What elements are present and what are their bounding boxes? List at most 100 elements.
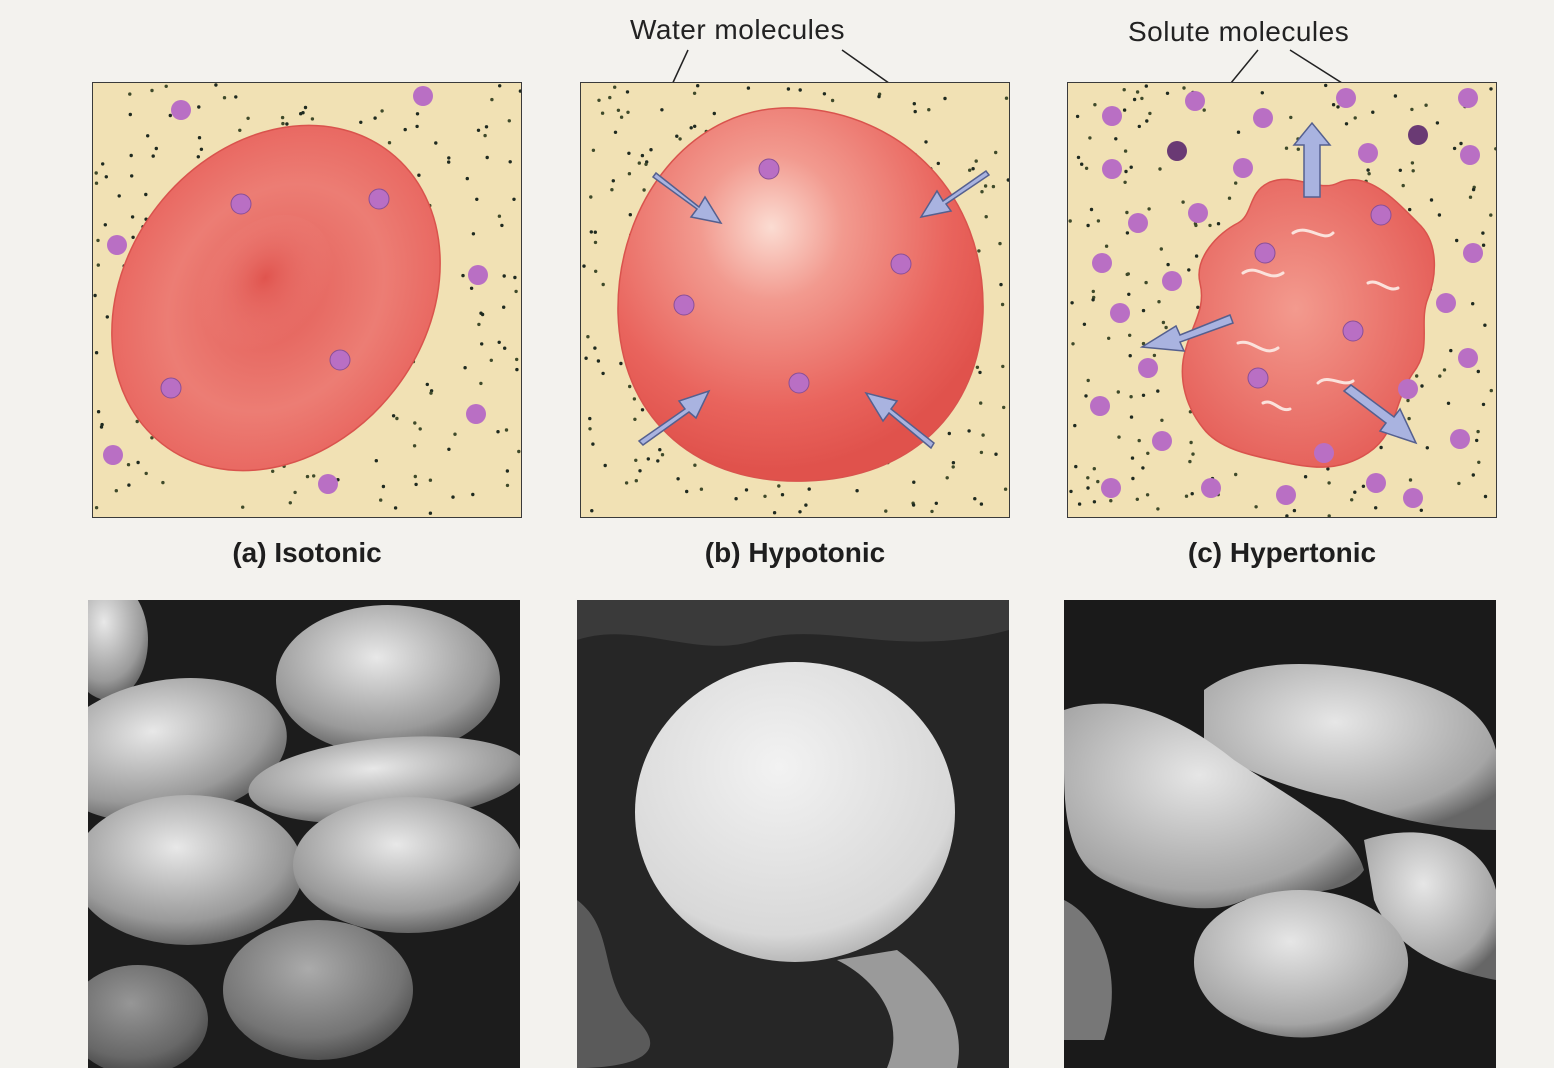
water-molecule-dot — [127, 463, 130, 466]
water-molecule-dot — [373, 116, 376, 119]
water-molecule-dot — [678, 137, 681, 140]
water-molecule-dot — [311, 117, 314, 120]
water-molecule-dot — [1237, 131, 1240, 134]
water-molecule-dot — [1128, 334, 1131, 337]
water-molecule-dot — [1162, 321, 1165, 324]
water-molecule-dot — [447, 448, 450, 451]
water-molecule-dot — [1326, 467, 1329, 470]
water-molecule-dot — [930, 510, 933, 513]
water-molecule-dot — [514, 290, 517, 293]
water-molecule-dot — [620, 116, 623, 119]
water-molecule-dot — [429, 391, 432, 394]
water-molecule-dot — [1086, 476, 1089, 479]
water-molecule-dot — [1457, 482, 1460, 485]
water-molecule-dot — [638, 469, 641, 472]
water-molecule-dot — [197, 105, 200, 108]
water-molecule-dot — [1438, 213, 1441, 216]
water-molecule-dot — [1074, 465, 1077, 468]
water-molecule-dot — [1362, 485, 1365, 488]
water-molecule-dot — [747, 86, 750, 89]
water-molecule-dot — [95, 506, 98, 509]
water-molecule-dot — [855, 489, 858, 492]
water-molecule-dot — [589, 195, 592, 198]
water-molecule-dot — [1477, 461, 1480, 464]
water-molecule-dot — [602, 283, 605, 286]
water-molecule-dot — [693, 92, 696, 95]
water-molecule-dot — [980, 451, 983, 454]
water-molecule-dot — [359, 121, 362, 124]
water-molecule-dot — [1354, 116, 1357, 119]
water-molecule-dot — [519, 89, 522, 92]
water-molecule-dot — [1430, 198, 1433, 201]
water-molecule-dot — [1117, 390, 1120, 393]
water-molecule-dot — [1472, 188, 1475, 191]
water-molecule-dot — [130, 174, 133, 177]
water-molecule-dot — [1123, 88, 1126, 91]
water-molecule-dot — [472, 232, 475, 235]
water-molecule-dot — [1353, 491, 1356, 494]
water-molecule-dot — [1476, 430, 1479, 433]
water-molecule-dot — [1142, 394, 1145, 397]
water-molecule-dot — [509, 160, 512, 163]
water-molecule-dot — [1126, 231, 1129, 234]
water-molecule-dot — [1085, 167, 1088, 170]
water-molecule-dot — [1076, 115, 1079, 118]
water-molecule-dot — [1005, 97, 1008, 100]
water-molecule-dot — [1125, 211, 1128, 214]
water-molecule-dot — [1158, 167, 1161, 170]
water-molecule-dot — [1471, 302, 1474, 305]
water-molecule-dot — [1371, 111, 1374, 114]
water-molecule-dot — [1123, 108, 1126, 111]
water-molecule-dot — [1447, 402, 1450, 405]
water-molecule-dot — [1071, 342, 1074, 345]
water-molecule-dot — [1477, 370, 1480, 373]
water-molecule-dot — [1156, 389, 1159, 392]
water-molecule-dot — [375, 459, 378, 462]
water-molecule-dot — [1453, 147, 1456, 150]
water-molecule-dot — [1297, 148, 1300, 151]
water-molecule-dot — [971, 167, 974, 170]
water-molecule-dot — [696, 84, 699, 87]
water-molecule-dot — [804, 503, 807, 506]
water-molecule-dot — [582, 264, 585, 267]
water-molecule-dot — [625, 481, 628, 484]
water-molecule-dot — [513, 276, 516, 279]
water-molecule-dot — [498, 341, 501, 344]
water-molecule-dot — [271, 470, 274, 473]
water-molecule-dot — [913, 102, 916, 105]
water-molecule-dot — [388, 141, 391, 144]
water-molecule-dot — [1144, 281, 1147, 284]
water-molecule-dot — [914, 110, 917, 113]
water-molecule-dot — [644, 163, 647, 166]
water-molecule-dot — [1345, 122, 1348, 125]
water-molecule-dot — [713, 112, 716, 115]
water-molecule-dot — [1402, 184, 1405, 187]
water-molecule-dot — [502, 306, 505, 309]
water-molecule-dot — [608, 96, 611, 99]
water-molecule-dot — [594, 231, 597, 234]
water-molecule-dot — [1379, 446, 1382, 449]
water-molecule-dot — [1332, 103, 1335, 106]
water-molecule-dot — [912, 481, 915, 484]
water-molecule-dot — [394, 506, 397, 509]
water-molecule-dot — [299, 112, 302, 115]
water-molecule-dot — [1181, 200, 1184, 203]
water-molecule-dot — [466, 177, 469, 180]
water-molecule-dot — [490, 98, 493, 101]
water-molecule-dot — [1366, 168, 1369, 171]
water-molecule-dot — [1069, 219, 1072, 222]
water-molecule-dot — [453, 433, 456, 436]
water-molecule-dot — [979, 401, 982, 404]
water-molecule-dot — [992, 185, 995, 188]
water-molecule-dot — [131, 215, 134, 218]
water-molecule-dot — [1166, 92, 1169, 95]
water-molecule-dot — [628, 385, 631, 388]
isotonic-diagram — [92, 82, 522, 518]
water-molecule-dot — [1133, 98, 1136, 101]
water-molecule-dot — [95, 171, 98, 174]
water-molecule-dot — [745, 488, 748, 491]
water-molecule-dot — [1187, 268, 1190, 271]
water-molecule-dot — [614, 131, 617, 134]
water-molecule-dot — [306, 475, 309, 478]
water-molecule-dot — [584, 357, 587, 360]
